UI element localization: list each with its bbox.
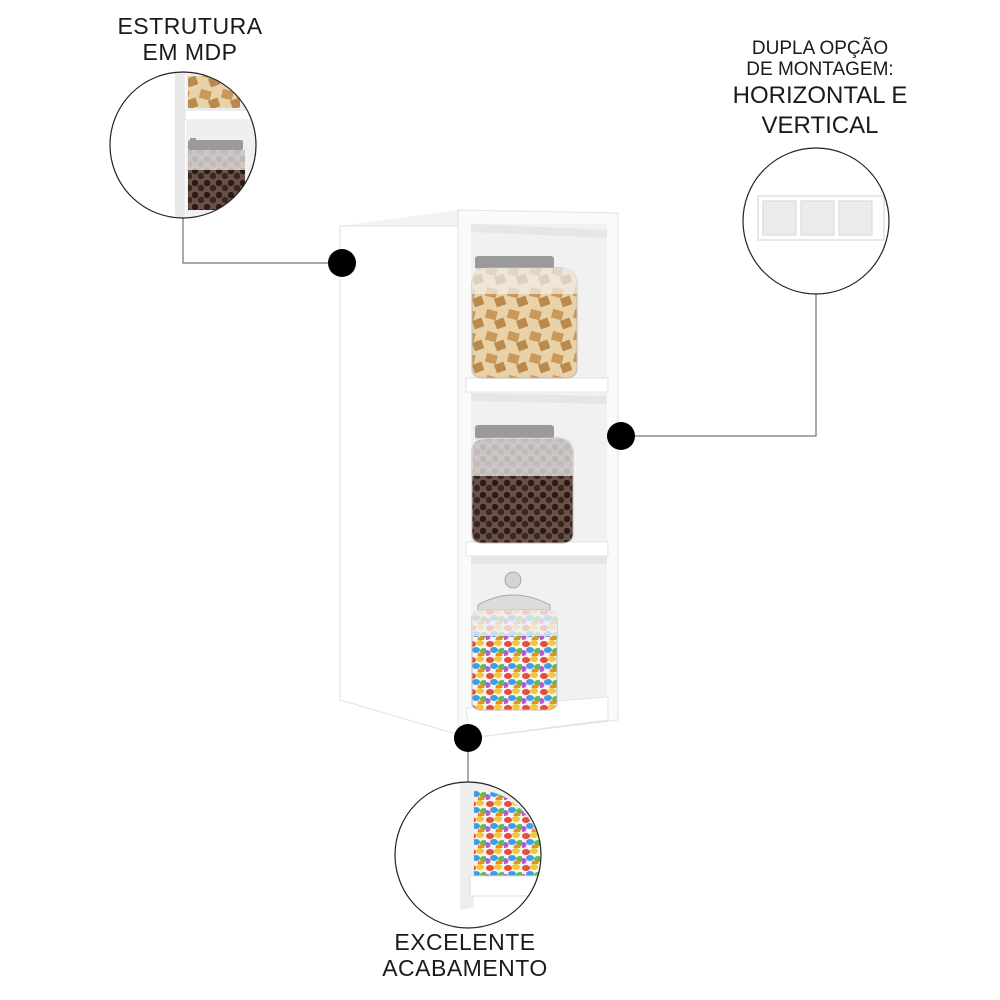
detail-circle-structure — [109, 71, 257, 219]
jar-crackers — [471, 256, 578, 379]
detail-circle-finish — [394, 781, 542, 929]
callout-dot — [607, 422, 635, 450]
callout-label-structure: ESTRUTURA EM MDP — [100, 13, 280, 66]
callout-text: ACABAMENTO — [382, 954, 548, 981]
callout-dot — [328, 249, 356, 277]
callout-dot — [454, 724, 482, 752]
callout-label-mounting: DUPLA OPÇÃO DE MONTAGEM: HORIZONTAL E VE… — [700, 38, 940, 141]
callout-text: VERTICAL — [761, 111, 879, 139]
jar-candies — [471, 571, 558, 711]
detail-circle-mounting — [742, 147, 890, 295]
callout-label-finish: EXCELENTE ACABAMENTO — [360, 929, 570, 982]
jar-chocolates — [471, 425, 574, 544]
callout-text: HORIZONTAL E — [732, 81, 908, 109]
callout-text: EXCELENTE — [394, 929, 536, 955]
callout-text: DE MONTAGEM: — [746, 59, 894, 81]
callout-text: EM MDP — [142, 38, 238, 65]
callout-text: ESTRUTURA — [117, 13, 263, 39]
callout-text: DUPLA OPÇÃO — [751, 38, 889, 59]
